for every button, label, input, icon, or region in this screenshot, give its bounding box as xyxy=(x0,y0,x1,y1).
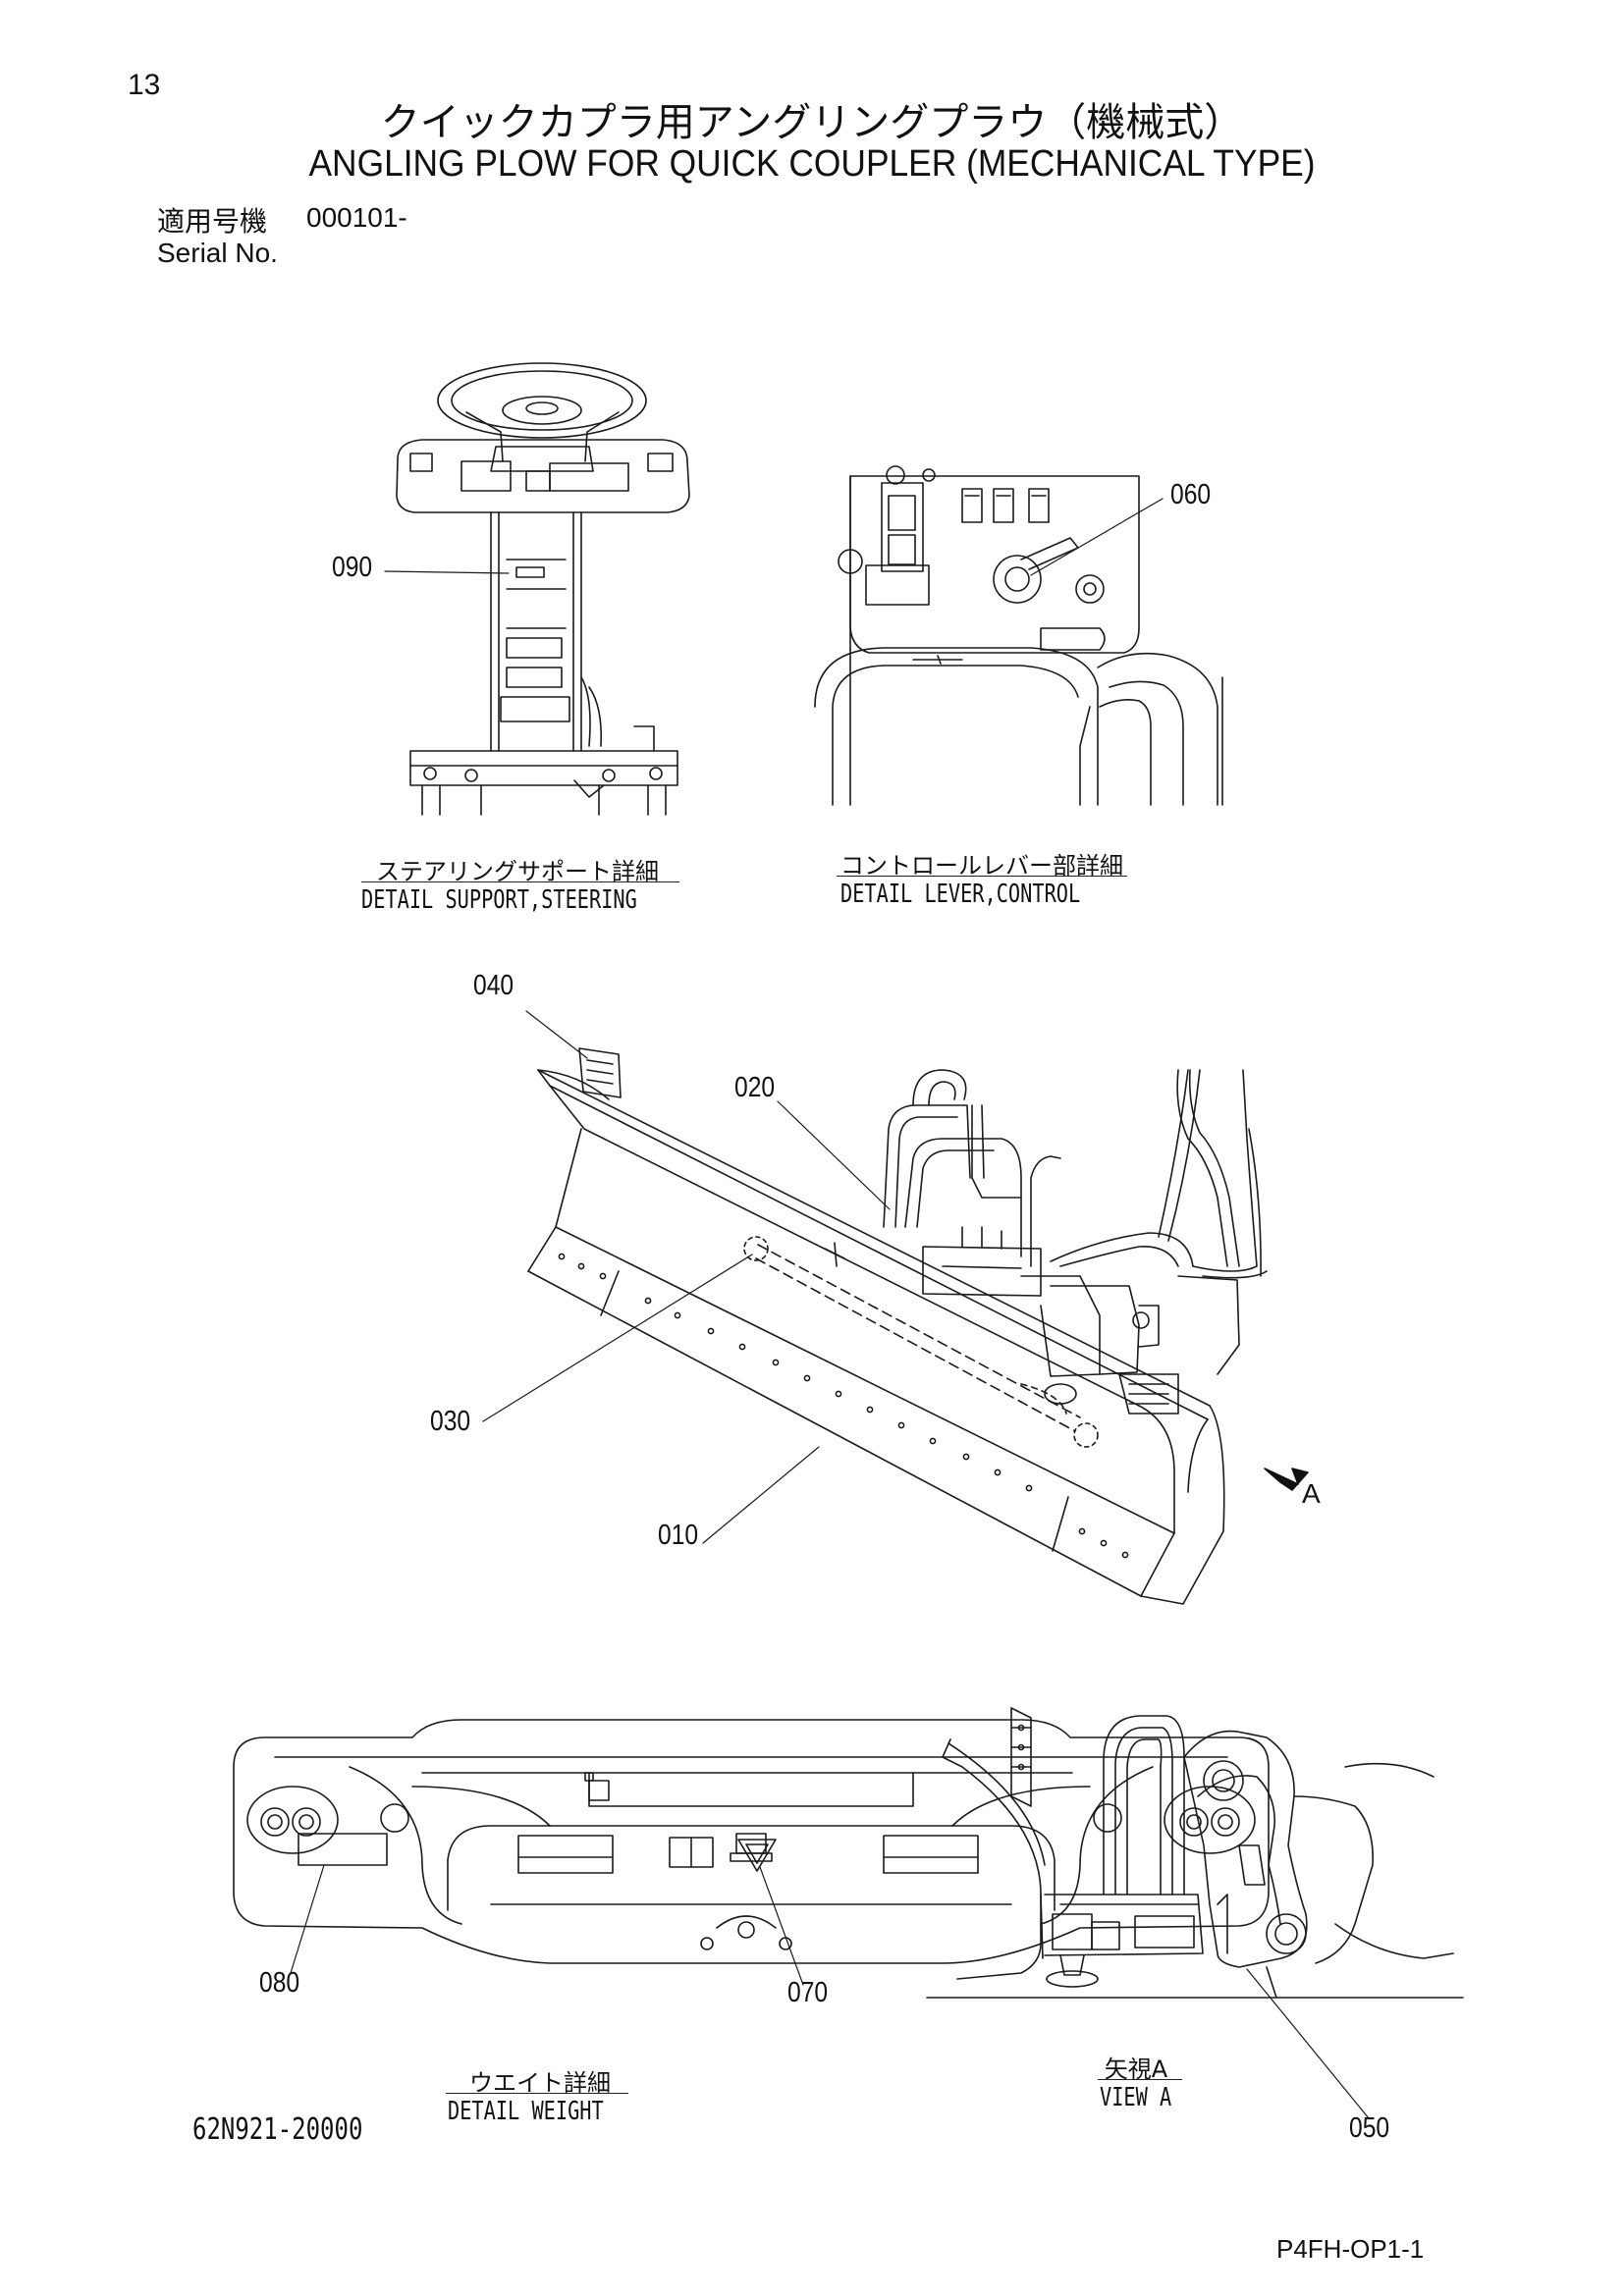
title-japanese: クイックカプラ用アングリングプラウ（機械式） xyxy=(380,100,1244,145)
leader-lines xyxy=(291,499,1369,2118)
callout-090: 090 xyxy=(332,552,373,583)
caption-lever-en: DETAIL LEVER,CONTROL xyxy=(840,880,1081,909)
serial-label-english: Serial No. xyxy=(157,238,278,268)
callout-020: 020 xyxy=(734,1072,776,1103)
angling-plow-drawing xyxy=(528,1048,1267,1604)
callout-030: 030 xyxy=(430,1406,471,1437)
caption-view-a-jp: 矢視A xyxy=(1104,2056,1168,2083)
sheet-code: P4FH-OP1-1 xyxy=(1276,2234,1425,2264)
cutting-edge-bolt-holes xyxy=(559,1254,1127,1557)
weight-drawing xyxy=(234,1720,1269,1963)
caption-steering-rule xyxy=(361,881,679,882)
serial-label-japanese: 適用号機 xyxy=(157,205,268,238)
steering-support-drawing xyxy=(397,363,689,815)
page-number: 13 xyxy=(128,69,161,101)
callout-040: 040 xyxy=(473,970,514,1001)
caption-view-a-rule xyxy=(1098,2079,1182,2080)
serial-number-value: 000101- xyxy=(306,202,407,233)
callout-070: 070 xyxy=(787,1977,829,2008)
caption-weight-en: DETAIL WEIGHT xyxy=(448,2097,604,2126)
caption-lever-jp: コントロールレバー部詳細 xyxy=(840,852,1123,880)
caption-steering-en: DETAIL SUPPORT,STEERING xyxy=(361,885,637,915)
callout-060: 060 xyxy=(1170,479,1212,510)
caption-weight-rule xyxy=(446,2093,628,2094)
control-lever-drawing xyxy=(815,466,1222,805)
caption-weight-jp: ウエイト詳細 xyxy=(469,2069,611,2097)
callout-050: 050 xyxy=(1349,2112,1390,2144)
caption-lever-rule xyxy=(837,876,1127,877)
view-a-arrow xyxy=(1265,1468,1308,1490)
callout-010: 010 xyxy=(658,1520,699,1551)
document-number: 62N921-20000 xyxy=(192,2112,363,2147)
view-a-arrow-label: A xyxy=(1302,1478,1321,1509)
title-english: ANGLING PLOW FOR QUICK COUPLER (MECHANIC… xyxy=(308,143,1316,185)
callout-080: 080 xyxy=(259,1967,300,1999)
caption-view-a-en: VIEW A xyxy=(1100,2083,1172,2112)
caption-steering-jp: ステアリングサポート詳細 xyxy=(376,858,659,885)
view-a-drawing xyxy=(927,1708,1463,1998)
